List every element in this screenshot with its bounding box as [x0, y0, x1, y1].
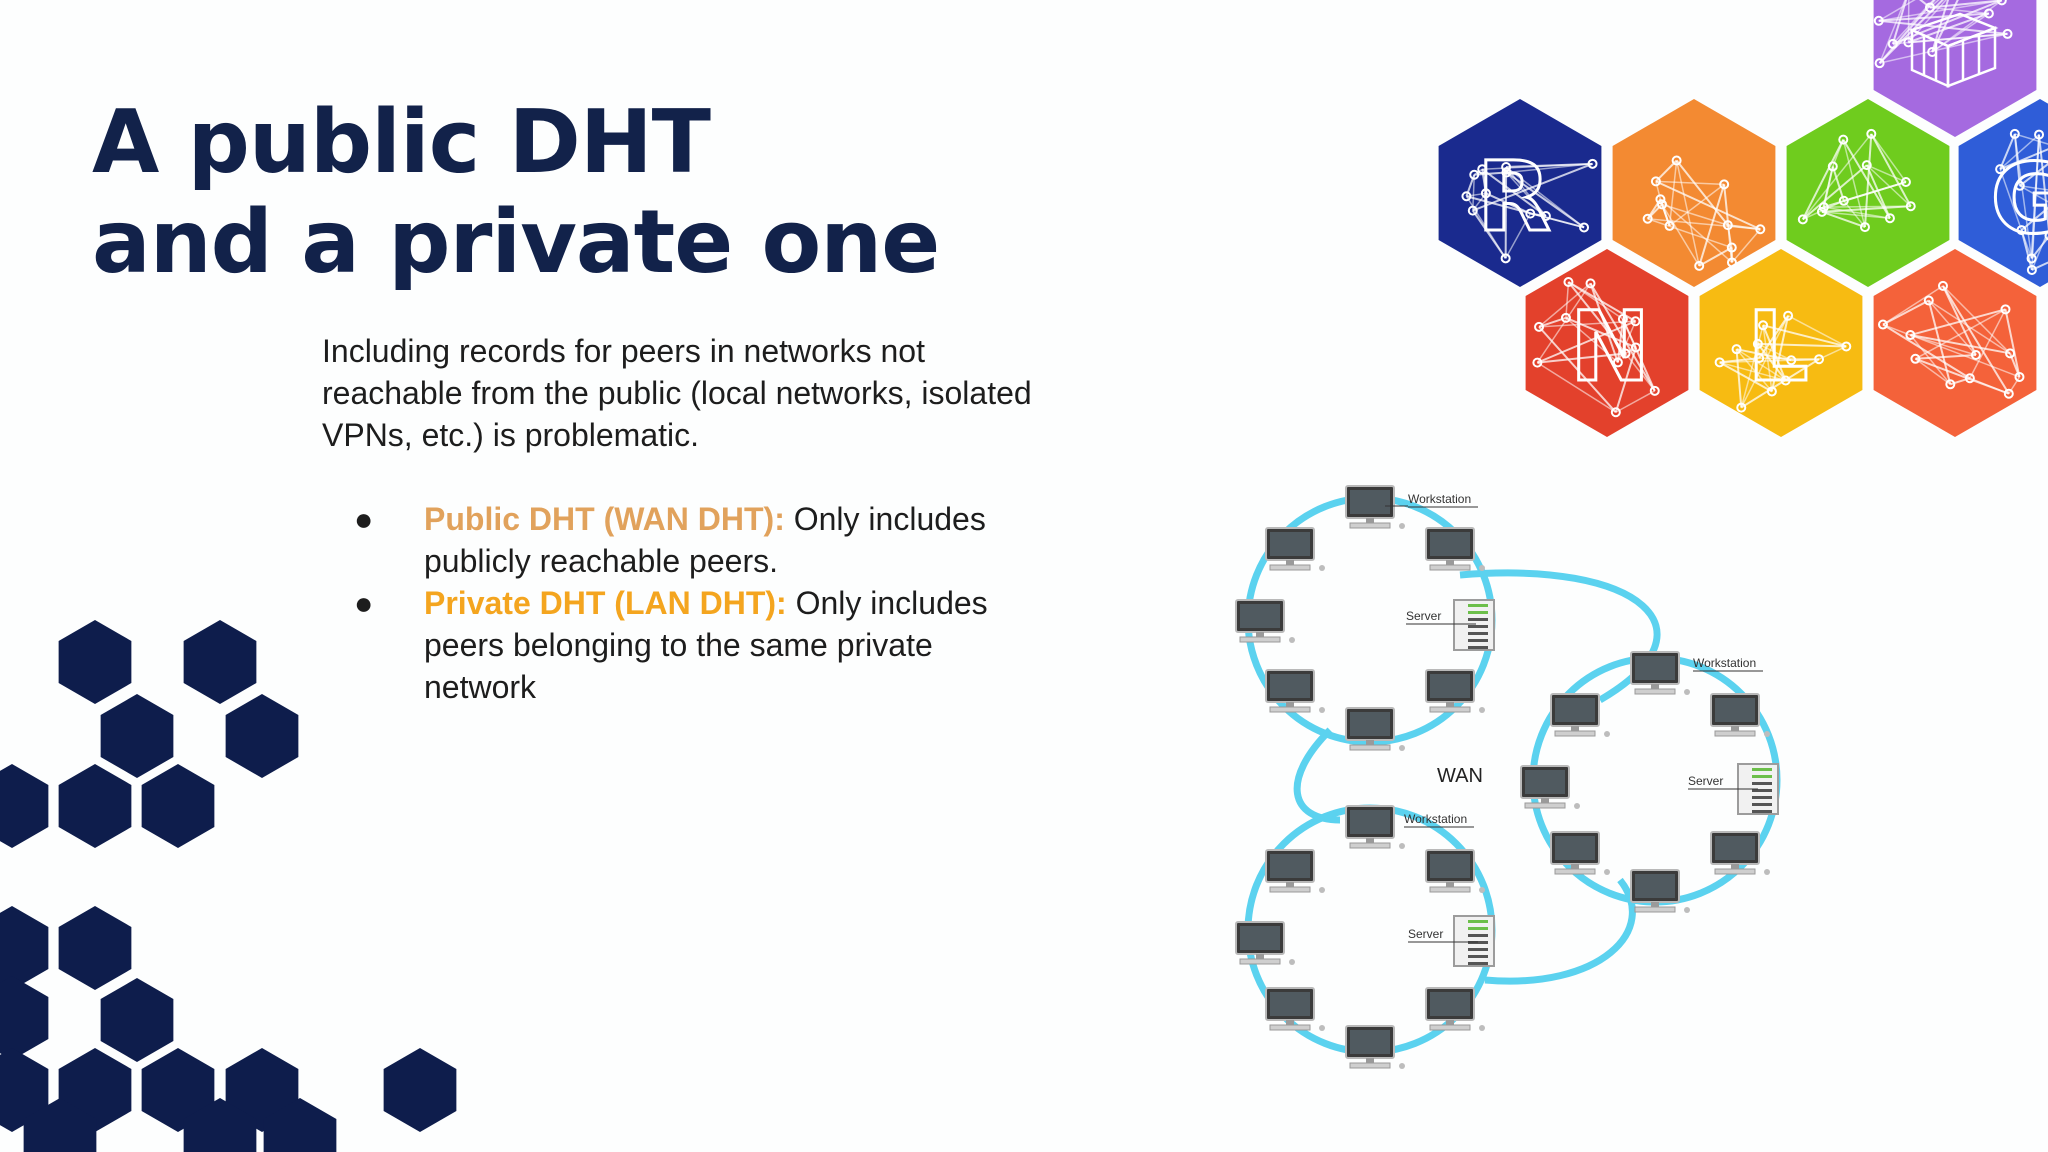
private-dht-text: Only includes peers belonging to the sam… [424, 585, 988, 705]
workstation-label: Workstation [1404, 812, 1467, 826]
workstation-icon [1630, 869, 1690, 913]
logo-letter: R [1477, 141, 1551, 253]
decorative-hexagon [183, 1098, 257, 1152]
workstation-icon [1235, 599, 1295, 643]
decorative-hexagon [141, 764, 215, 848]
workstation-icon [1550, 831, 1610, 875]
decorative-hexagons [0, 620, 457, 1152]
bullet-list: ● Public DHT (WAN DHT): Only includes pu… [340, 498, 1040, 708]
workstation-icon [1345, 485, 1405, 529]
decorative-hexagon [263, 1098, 337, 1152]
workstation-icon [1425, 849, 1485, 893]
intro-paragraph: Including records for peers in networks … [322, 333, 1032, 453]
workstation-icon [1550, 693, 1610, 737]
workstation-label: Workstation [1693, 656, 1756, 670]
workstation-icon [1345, 1025, 1405, 1069]
server-label: Server [1406, 609, 1441, 623]
logo-letter: N [1570, 291, 1650, 403]
decorative-hexagon [100, 694, 174, 778]
cube-icon [1908, 12, 1999, 88]
decorative-hexagon [58, 764, 132, 848]
workstation-icon [1425, 987, 1485, 1031]
slide-title-line-1: A public DHT [92, 91, 711, 193]
decorative-hexagon [23, 1098, 97, 1152]
logo-hexagon [1438, 99, 1602, 287]
logo-hexagon [1958, 99, 2048, 287]
logo-hexagon [1525, 249, 1689, 437]
workstation-icon [1265, 669, 1325, 713]
workstation-icon [1265, 849, 1325, 893]
wan-label: WAN [1437, 765, 1483, 787]
slide-title-line-2: and a private one [92, 191, 940, 293]
public-dht-label: Public DHT (WAN DHT): [424, 501, 785, 537]
workstation-label: Workstation [1408, 492, 1471, 506]
bullet-marker: ● [354, 501, 374, 537]
workstation-icon [1265, 527, 1325, 571]
logo-letter: G [1991, 143, 2048, 255]
decorative-hexagon [58, 620, 132, 704]
decorative-hexagon [183, 620, 257, 704]
decorative-hexagon [0, 764, 49, 848]
public-dht-text: Only includes publicly reachable peers. [424, 501, 986, 579]
network-diagram: WorkstationServerWorkstationServerWorkst… [1235, 485, 1781, 1069]
decorative-hexagon [100, 978, 174, 1062]
decorative-hexagon [383, 1048, 457, 1132]
decorative-hexagon [225, 694, 299, 778]
workstation-icon [1425, 669, 1485, 713]
logo-hexagon [1612, 99, 1776, 287]
decorative-hexagon [0, 976, 49, 1060]
workstation-icon [1710, 693, 1770, 737]
bullet-private-dht: ● Private DHT (LAN DHT): Only includes p… [340, 582, 1040, 708]
bullet-public-dht: ● Public DHT (WAN DHT): Only includes pu… [340, 498, 1040, 582]
decorative-hexagon [58, 906, 132, 990]
server-icon [1453, 599, 1495, 651]
workstation-icon [1425, 527, 1485, 571]
logo-hexagon [1699, 249, 1863, 437]
workstation-icon [1710, 831, 1770, 875]
server-label: Server [1688, 774, 1723, 788]
bullet-marker: ● [354, 585, 374, 621]
logo-letter: L [1747, 291, 1808, 403]
logo-hexagon [1786, 99, 1950, 287]
workstation-icon [1235, 921, 1295, 965]
server-icon [1453, 915, 1495, 967]
workstation-icon [1345, 707, 1405, 751]
workstation-icon [1265, 987, 1325, 1031]
decorative-hexagon [0, 906, 49, 990]
decorative-hexagon [0, 1048, 49, 1132]
slide-title: A public DHT and a private one [92, 91, 940, 293]
wan-link [1293, 727, 1341, 824]
workstation-icon [1630, 651, 1690, 695]
workstation-icon [1520, 765, 1580, 809]
workstation-icon [1345, 805, 1405, 849]
server-label: Server [1408, 927, 1443, 941]
decorative-hexagon [141, 1048, 215, 1132]
private-dht-label: Private DHT (LAN DHT): [424, 585, 787, 621]
logo-hexagon [1873, 249, 2037, 437]
